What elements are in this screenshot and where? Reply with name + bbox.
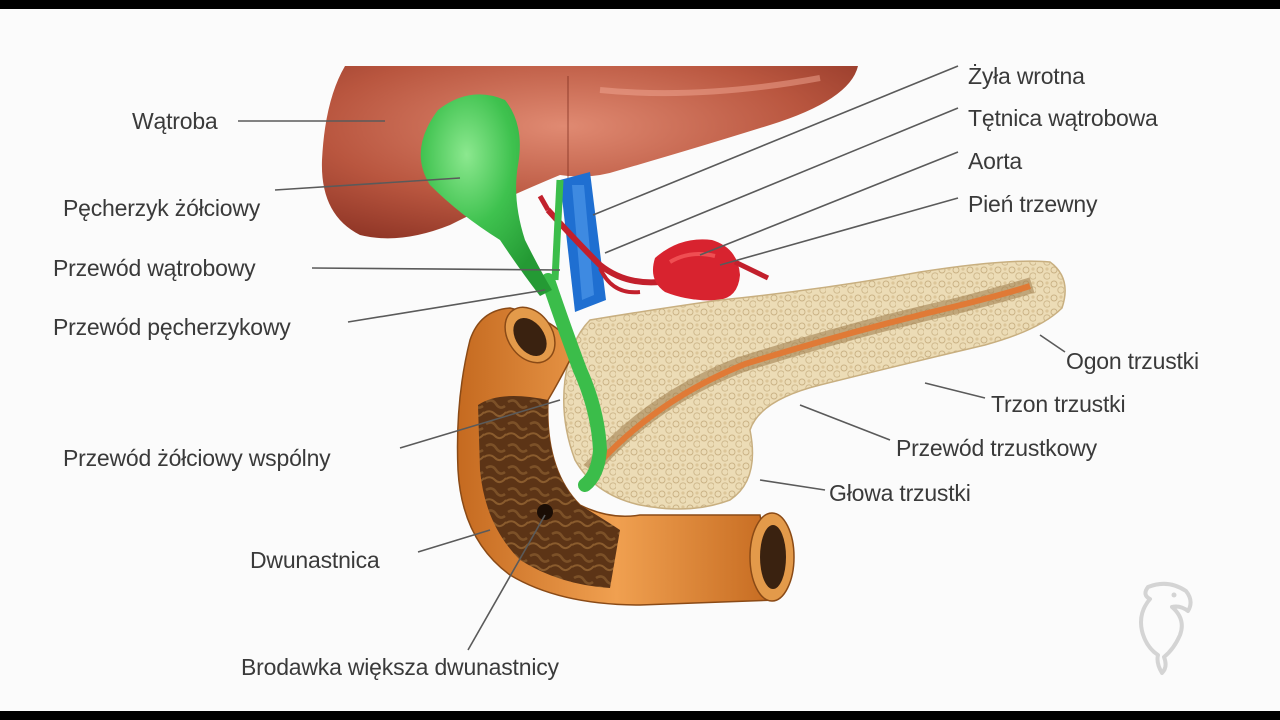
label-pancreas-head: Głowa trzustki <box>829 480 971 506</box>
label-gallbladder: Pęcherzyk żółciowy <box>63 195 261 221</box>
diagram-canvas: Wątroba Pęcherzyk żółciowy Przewód wątro… <box>0 9 1280 711</box>
gallbladder-shape <box>420 94 552 296</box>
label-pancreas-body: Trzon trzustki <box>991 391 1126 417</box>
label-major-papilla: Brodawka większa dwunastnicy <box>241 654 559 680</box>
label-aorta: Aorta <box>968 148 1022 174</box>
dolphin-logo-icon <box>1139 581 1193 675</box>
label-cystic-duct: Przewód pęcherzykowy <box>53 314 291 340</box>
anatomy-illustration <box>238 65 1066 651</box>
label-pancreatic-duct: Przewód trzustkowy <box>896 435 1097 461</box>
label-celiac-trunk: Pień trzewny <box>968 191 1098 217</box>
hepatic-artery-shape <box>545 207 661 286</box>
label-liver: Wątroba <box>132 108 218 134</box>
major-papilla-shape <box>537 504 553 520</box>
label-portal-vein: Żyła wrotna <box>968 63 1085 89</box>
duodenum-lumen <box>478 396 620 588</box>
label-pancreas-tail: Ogon trzustki <box>1066 348 1199 374</box>
aorta-shape <box>652 239 740 301</box>
label-common-bile-duct: Przewód żółciowy wspólny <box>63 445 331 471</box>
label-duodenum: Dwunastnica <box>250 547 380 573</box>
leader-lines <box>238 65 1066 651</box>
label-hepatic-artery: Tętnica wątrobowa <box>968 105 1158 131</box>
pancreas-shape <box>563 260 1066 510</box>
common-bile-duct-shape <box>541 273 608 492</box>
label-hepatic-duct: Przewód wątrobowy <box>53 255 256 281</box>
